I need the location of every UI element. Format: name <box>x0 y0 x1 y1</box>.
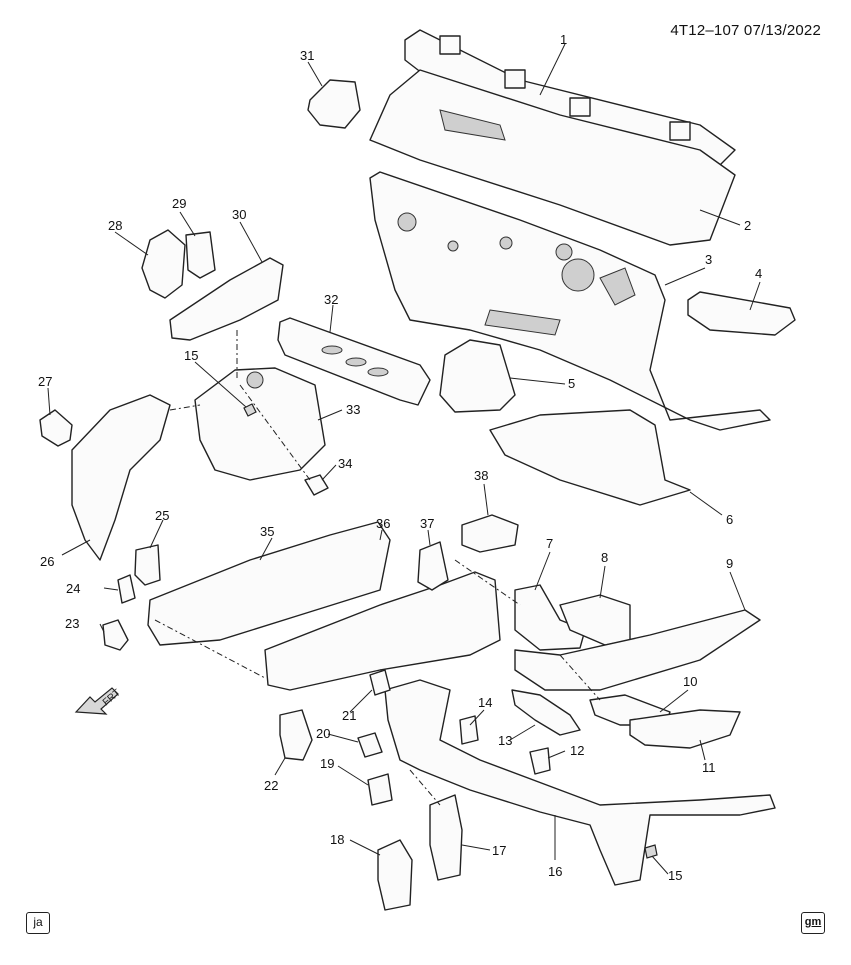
callout-25: 25 <box>155 508 169 523</box>
callout-4: 4 <box>755 266 762 281</box>
part-extension-11 <box>629 709 741 749</box>
callout-30: 30 <box>232 207 246 222</box>
callout-38: 38 <box>474 468 488 483</box>
callout-10: 10 <box>683 674 697 689</box>
part-rocker-9 <box>514 609 761 691</box>
arrow-icon <box>74 687 119 715</box>
part-bracket-20 <box>357 732 383 758</box>
part-rail-35 <box>147 521 391 646</box>
part-bracket-29 <box>185 231 216 279</box>
callout-12: 12 <box>570 743 584 758</box>
part-insulator-5 <box>439 339 516 413</box>
part-bracket-21 <box>369 669 391 696</box>
callout-29: 29 <box>172 196 186 211</box>
front-label: FRT <box>101 687 123 708</box>
part-wheelhouse-26 <box>71 394 171 561</box>
callout-5: 5 <box>568 376 575 391</box>
callout-7: 7 <box>546 536 553 551</box>
callout-8: 8 <box>601 550 608 565</box>
part-bracket-31 <box>307 79 361 129</box>
callout-labels: 1 2 3 4 5 6 7 8 9 10 11 12 13 14 15 16 1… <box>38 32 762 883</box>
part-shock-tower-33 <box>194 367 326 481</box>
callout-20: 20 <box>316 726 330 741</box>
callout-14: 14 <box>478 695 492 710</box>
part-bracket-25 <box>134 544 161 586</box>
callout-2: 2 <box>744 218 751 233</box>
part-tray-6 <box>489 409 691 506</box>
reference-lines <box>154 330 601 806</box>
callout-17: 17 <box>492 843 506 858</box>
callout-24: 24 <box>66 581 80 596</box>
callout-26: 26 <box>40 554 54 569</box>
callout-15-upper: 15 <box>184 348 198 363</box>
part-bracket-17 <box>429 794 463 881</box>
part-bracket-14 <box>459 715 479 745</box>
front-direction-indicator: FRT <box>74 687 123 715</box>
callout-9: 9 <box>726 556 733 571</box>
part-bracket-19 <box>367 773 393 806</box>
callout-35: 35 <box>260 524 274 539</box>
callout-34: 34 <box>338 456 352 471</box>
callout-27: 27 <box>38 374 52 389</box>
callout-15-lower: 15 <box>668 868 682 883</box>
part-nut-15-upper <box>243 403 257 417</box>
part-bracket-18 <box>377 839 413 911</box>
document-code: 4T12–107 07/13/2022 <box>670 22 821 39</box>
part-cowl-upper <box>369 29 736 246</box>
part-bracket-12 <box>529 747 551 775</box>
callout-28: 28 <box>108 218 122 233</box>
gm-logo-badge: gm <box>801 912 825 934</box>
part-bracket-23 <box>102 619 129 651</box>
callout-19: 19 <box>320 756 334 771</box>
part-bracket-28 <box>141 229 186 299</box>
callout-32: 32 <box>324 292 338 307</box>
callout-3: 3 <box>705 252 712 267</box>
callout-31: 31 <box>300 48 314 63</box>
callout-1: 1 <box>560 32 567 47</box>
badge-ja: ja <box>26 912 50 934</box>
part-bracket-24 <box>117 574 136 604</box>
part-bracket-4 <box>687 291 796 336</box>
part-bracket-13 <box>511 689 581 736</box>
part-bracket-27 <box>39 409 73 447</box>
part-rail-36 <box>264 571 501 691</box>
part-cradle-16 <box>384 679 776 886</box>
callout-23: 23 <box>65 616 79 631</box>
part-nut-15-lower <box>644 844 658 859</box>
callout-22: 22 <box>264 778 278 793</box>
leader-lines <box>47 43 761 875</box>
callout-36: 36 <box>376 516 390 531</box>
callout-37: 37 <box>420 516 434 531</box>
part-rail-30 <box>169 257 284 341</box>
part-bracket-22 <box>279 709 313 761</box>
callout-21: 21 <box>342 708 356 723</box>
part-bracket-37 <box>417 541 449 591</box>
callout-18: 18 <box>330 832 344 847</box>
callout-13: 13 <box>498 733 512 748</box>
callout-33: 33 <box>346 402 360 417</box>
part-dash-panel <box>369 171 771 431</box>
callout-16: 16 <box>548 864 562 879</box>
part-panel-7 <box>514 584 586 651</box>
callout-6: 6 <box>726 512 733 527</box>
part-bracket-38 <box>461 514 519 553</box>
callout-11: 11 <box>702 760 716 775</box>
